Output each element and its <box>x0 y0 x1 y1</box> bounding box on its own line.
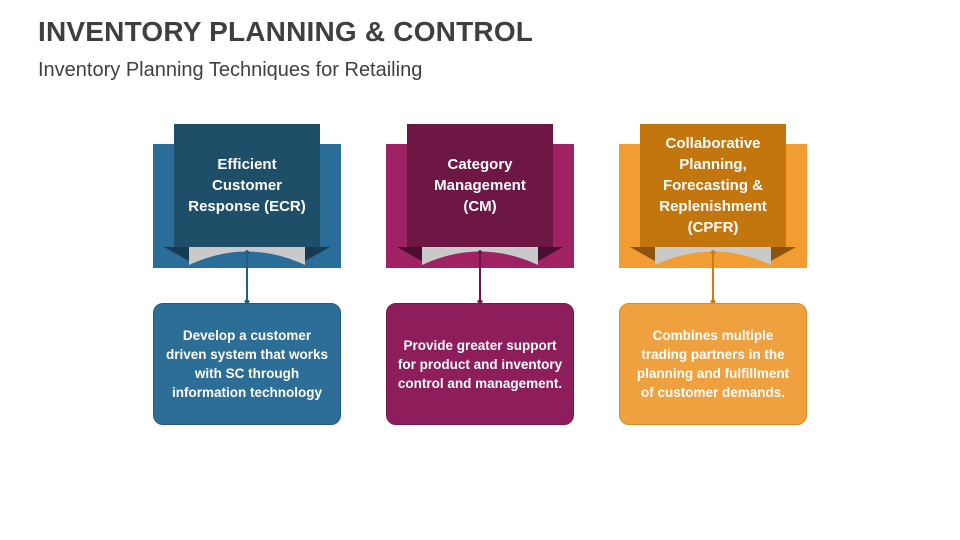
ribbon-banner <box>619 124 807 305</box>
ribbon-fold-left-icon <box>397 247 422 261</box>
ribbon-fold-left-icon <box>164 247 189 261</box>
ribbon-front-panel <box>407 124 553 247</box>
ribbon-banner <box>153 124 341 305</box>
technique-description-text: Provide greater support for product and … <box>397 337 563 391</box>
technique-description-card: Provide greater support for product and … <box>386 303 574 425</box>
technique-description-card: Combines multiple trading partners in th… <box>619 303 807 425</box>
technique-column-ecr: Efficient Customer Response (ECR) Develo… <box>153 124 341 444</box>
technique-description-text: Combines multiple trading partners in th… <box>636 328 790 400</box>
technique-column-cm: Category Management (CM) Provide greater… <box>386 124 574 444</box>
connector-endpoint-icon <box>710 249 716 256</box>
technique-column-cpfr: Collaborative Planning, Forecasting & Re… <box>619 124 807 444</box>
technique-title: Collaborative Planning, Forecasting & Re… <box>659 135 767 236</box>
connector-endpoint-icon <box>244 249 250 256</box>
technique-description-card: Develop a customer driven system that wo… <box>153 303 341 425</box>
ribbon-banner <box>386 124 574 305</box>
ribbon-fold-right-icon <box>771 247 796 261</box>
technique-title: Efficient Customer Response (ECR) <box>188 156 306 215</box>
ribbon-fold-right-icon <box>305 247 330 261</box>
ribbon-curl <box>655 247 771 265</box>
ribbon-front-panel <box>640 124 786 247</box>
ribbon-curl <box>422 247 538 265</box>
slide-subtitle: Inventory Planning Techniques for Retail… <box>38 59 423 81</box>
technique-description-text: Develop a customer driven system that wo… <box>165 328 329 400</box>
ribbon-fold-left-icon <box>630 247 655 261</box>
slide-title: INVENTORY PLANNING & CONTROL <box>38 16 534 47</box>
ribbon-curl <box>189 247 305 265</box>
connector-endpoint-icon <box>477 249 483 256</box>
ribbon-fold-right-icon <box>538 247 563 261</box>
technique-title: Category Management (CM) <box>434 156 526 215</box>
ribbon-front-panel <box>174 124 320 247</box>
